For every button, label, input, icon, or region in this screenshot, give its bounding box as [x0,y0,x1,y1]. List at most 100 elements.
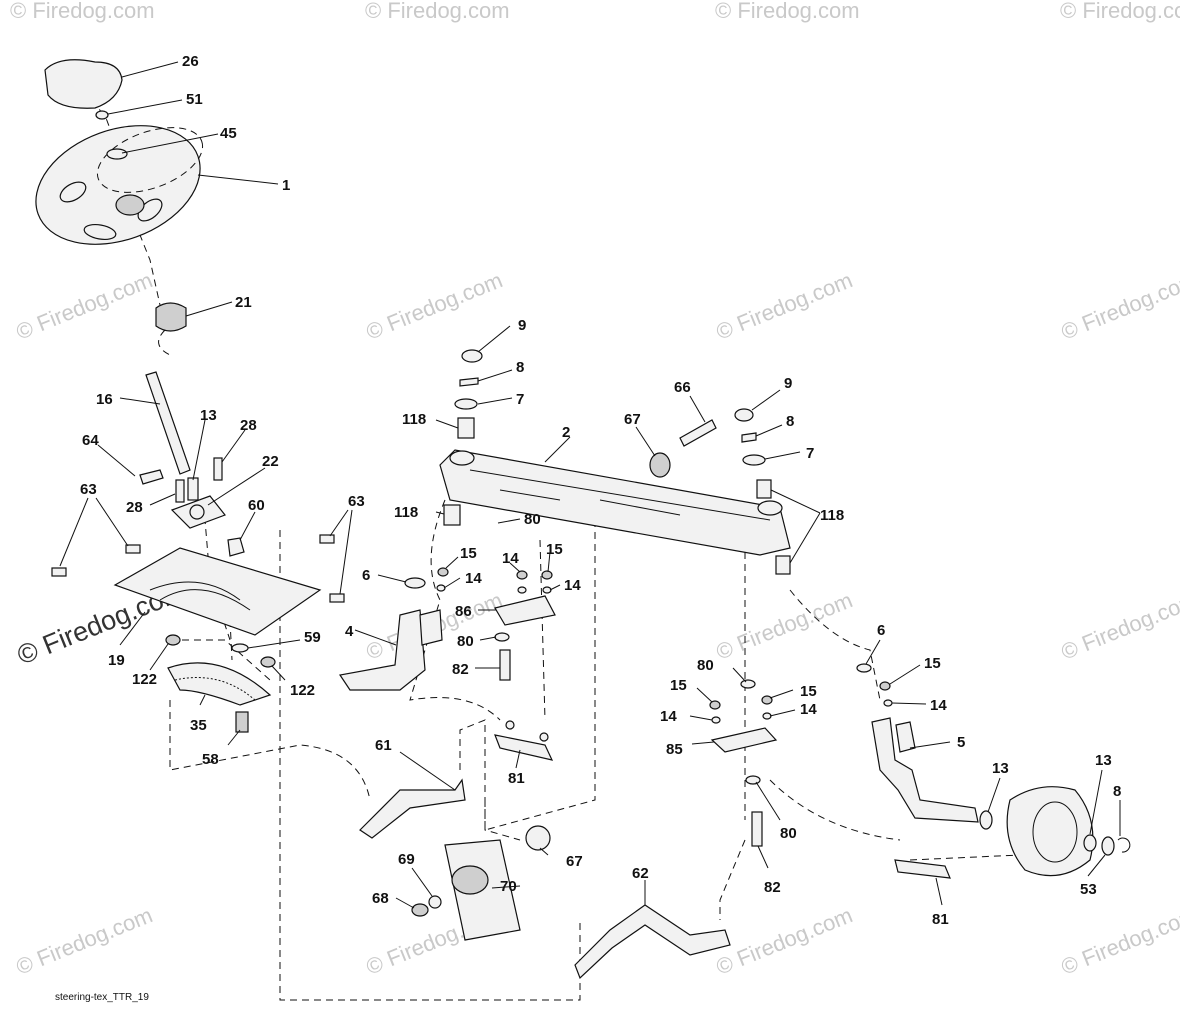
spacer [525,825,551,851]
callout-label: 21 [235,294,252,311]
callout-label: 14 [465,570,482,587]
callout-label: 51 [186,91,203,108]
cap [461,349,483,363]
callout-label: 80 [457,633,474,650]
callout-label: 6 [362,567,370,584]
sector-gear [167,662,272,706]
callout-label: 13 [200,407,217,424]
watermark: © Firedog.com [1058,267,1180,344]
steering-arm [494,595,556,626]
washer [454,398,478,410]
callout-label: 45 [220,125,237,142]
steering-arm-right [710,727,778,753]
callout-label: 80 [524,511,541,528]
callout-label: 80 [697,657,714,674]
steering-gear [155,302,187,332]
watermark: © Firedog.com [713,587,856,664]
callout-label: 62 [632,865,649,882]
callout-label: 80 [780,825,797,842]
callout-label: 66 [674,379,691,396]
washer [979,810,993,830]
bushing [457,417,475,439]
watermark: © Firedog.com [1060,0,1180,23]
callout-label: 15 [546,541,563,558]
washer [742,454,766,466]
callout-labels: 26 51 45 1 21 16 13 28 64 22 28 63 60 63… [80,53,1121,928]
tie-rod-end [894,859,951,879]
washer [106,148,128,160]
callout-label: 13 [1095,752,1112,769]
callout-label: 64 [82,432,99,449]
callout-label: 82 [452,661,469,678]
nut [227,537,245,557]
callout-label: 9 [518,317,526,334]
callout-label: 8 [1113,783,1121,800]
callout-label: 58 [202,751,219,768]
callout-label: 14 [660,708,677,725]
drag-link [359,778,466,839]
callout-label: 9 [784,375,792,392]
watermark: © Firedog.com [363,267,506,344]
nut [411,903,429,917]
callout-label: 15 [460,545,477,562]
callout-label: 81 [932,911,949,928]
washer [404,577,426,589]
bolt [51,567,67,577]
callout-label: 6 [877,622,885,639]
watermark: © Firedog.com [713,902,856,979]
callout-label: 118 [820,507,844,524]
callout-label: 7 [806,445,814,462]
washer [1101,836,1115,856]
washer [231,643,249,653]
washer [856,663,872,673]
callout-label: 122 [132,671,157,688]
bolt [175,479,185,503]
bushing [756,479,772,499]
pivot-pin [499,649,511,681]
pivot-pin [751,811,763,847]
callout-label: 63 [80,481,97,498]
bolt [329,593,345,603]
callout-label: 2 [562,424,570,441]
bolt [125,544,141,554]
steering-wheel [35,125,201,245]
tie-rod-end [494,734,554,761]
callout-label: 15 [800,683,817,700]
bushing [187,477,199,501]
clip [459,377,479,387]
callout-label: 35 [190,717,207,734]
nut [95,110,109,120]
callout-label: 53 [1080,881,1097,898]
callout-label: 63 [348,493,365,510]
callout-label: 14 [800,701,817,718]
leader-lines [59,61,1121,909]
washer [1083,834,1097,852]
callout-label: 69 [398,851,415,868]
watermark: © Firedog.com [715,0,860,23]
watermark: © Firedog.com [10,0,155,23]
left-spindle-group [338,567,731,980]
callout-label: 67 [566,853,583,870]
clip [1117,837,1131,853]
washer [745,775,761,785]
bushing [443,504,461,526]
callout-label: 60 [248,497,265,514]
callout-label: 67 [624,411,641,428]
steering-shaft [145,371,191,475]
front-axle-group [439,349,791,575]
diagram-caption: steering-tex_TTR_19 [55,992,149,1003]
wheel-hub [115,194,145,216]
callout-label: 61 [375,737,392,754]
steering-wheel-group [35,59,345,733]
callout-label: 14 [564,577,581,594]
callout-label: 81 [508,770,525,787]
callout-label: 7 [516,391,524,408]
callout-label: 68 [372,890,389,907]
bolt [235,711,249,733]
watermark: © Firedog.com [713,267,856,344]
callout-label: 16 [96,391,113,408]
cap [734,408,754,422]
callout-label: 59 [304,629,321,646]
callout-label: 14 [930,697,947,714]
